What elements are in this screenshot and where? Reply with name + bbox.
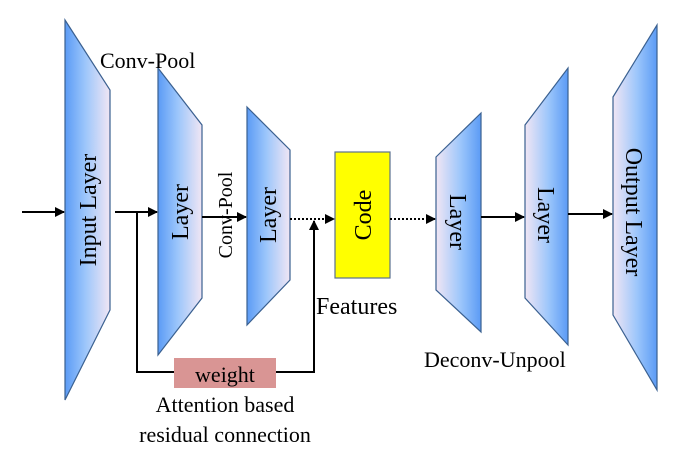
input-layer-label: Input Layer xyxy=(76,154,102,267)
encoder-layer-1-label: Layer xyxy=(168,184,194,240)
encoder-layer-2-block xyxy=(246,105,291,327)
code-block xyxy=(334,151,391,279)
decoder-layer-1-block xyxy=(435,111,482,334)
decoder-layer-1-label: Layer xyxy=(444,194,470,250)
code-label: Code xyxy=(351,190,377,241)
encoder-layer-2-label: Layer xyxy=(256,187,282,243)
encoder-layer-1-block xyxy=(157,66,203,357)
conv-pool-mid-label: Conv-Pool xyxy=(215,171,237,258)
deconv-unpool-label: Deconv-Unpool xyxy=(424,347,566,372)
residual-connection-return xyxy=(275,220,319,373)
decoder-layer-2-label: Layer xyxy=(532,187,558,243)
residual-caption-line2: residual connection xyxy=(139,422,311,447)
decoder-layer-2-block xyxy=(524,66,569,347)
input-layer-block xyxy=(64,17,111,401)
features-label: Features xyxy=(316,294,397,320)
weight-label: weight xyxy=(195,362,255,387)
residual-connection-line xyxy=(136,212,175,373)
output-layer-block xyxy=(612,22,658,393)
residual-caption-line1: Attention based xyxy=(156,392,295,417)
weight-box xyxy=(174,358,276,388)
output-layer-label: Output Layer xyxy=(620,148,646,277)
conv-pool-top-label: Conv-Pool xyxy=(100,48,195,73)
